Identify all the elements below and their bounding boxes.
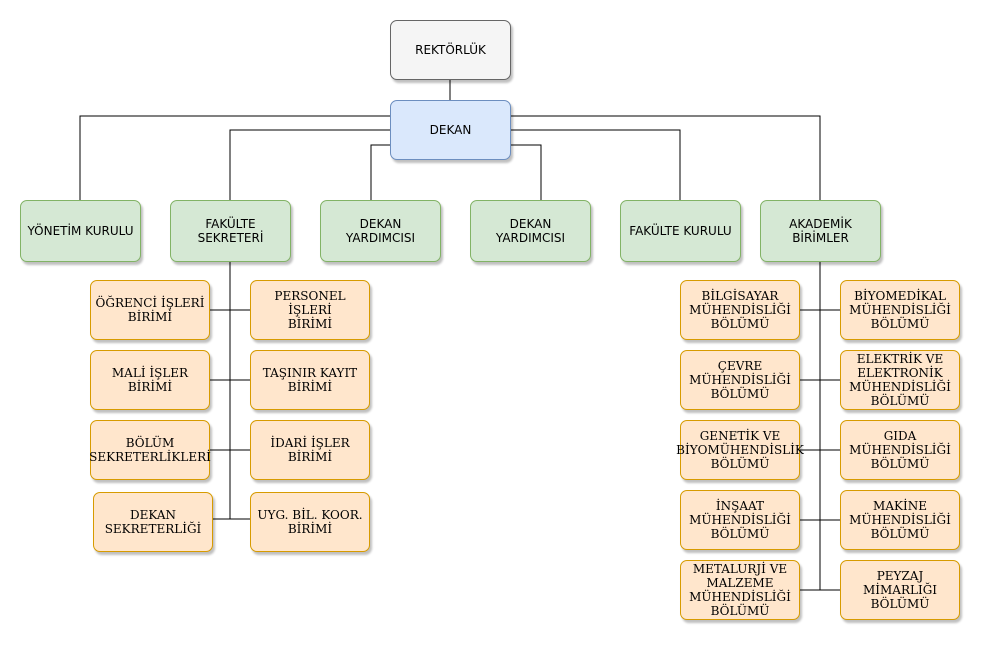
- node-akademik-birimler: AKADEMİK BİRİMLER: [760, 200, 881, 262]
- node-yonetim-kurulu: YÖNETİM KURULU: [20, 200, 141, 262]
- node-uyg-bil-koor: UYG. BİL. KOOR. BİRİMİ: [250, 492, 370, 552]
- node-peyzaj: PEYZAJ MİMARLIĞI BÖLÜMÜ: [840, 560, 960, 620]
- node-dekan: DEKAN: [390, 100, 511, 160]
- node-ogrenci-isleri: ÖĞRENCİ İŞLERİ BİRİMİ: [90, 280, 210, 340]
- node-tasinir-kayit: TAŞINIR KAYIT BİRİMİ: [250, 350, 370, 410]
- connector-dekan-sekreter: [229, 129, 390, 200]
- node-elektrik: ELEKTRİK VE ELEKTRONİK MÜHENDİSLİĞİ BÖLÜ…: [840, 350, 960, 410]
- node-cevre: ÇEVRE MÜHENDİSLİĞİ BÖLÜMÜ: [680, 350, 800, 410]
- node-fakulte-sekreteri: FAKÜLTE SEKRETERİ: [170, 200, 291, 262]
- connector-dekan-yardimci-1: [370, 144, 390, 200]
- node-metalurji: METALURJİ VE MALZEME MÜHENDİSLİĞİ BÖLÜMÜ: [680, 560, 800, 620]
- node-dekan-sekreterligi: DEKAN SEKRETERLİĞİ: [93, 492, 213, 552]
- node-bolum-sekreterlikleri: BÖLÜM SEKRETERLİKLERİ: [89, 420, 211, 480]
- node-biyomedikal: BİYOMEDİKAL MÜHENDİSLİĞİ BÖLÜMÜ: [840, 280, 960, 340]
- node-idari-isler: İDARİ İŞLER BİRİMİ: [250, 420, 370, 480]
- connector-dekan-yonetim: [79, 115, 390, 200]
- node-genetik: GENETİK VE BİYOMÜHENDİSLİK BÖLÜMÜ: [676, 420, 804, 480]
- connector-dekan-kurul: [511, 129, 681, 200]
- node-mali-isler: MALİ İŞLER BİRİMİ: [90, 350, 210, 410]
- connector-dekan-akademik: [511, 115, 821, 200]
- connector-dekan-yardimci-2: [511, 144, 542, 200]
- node-dekan-yardimcisi-2: DEKAN YARDIMCISI: [470, 200, 591, 262]
- node-gida: GIDA MÜHENDİSLİĞİ BÖLÜMÜ: [840, 420, 960, 480]
- node-bilgisayar: BİLGİSAYAR MÜHENDİSLİĞİ BÖLÜMÜ: [680, 280, 800, 340]
- node-personel-isleri: PERSONEL İŞLERİ BİRİMİ: [250, 280, 370, 340]
- node-makine: MAKİNE MÜHENDİSLİĞİ BÖLÜMÜ: [840, 490, 960, 550]
- node-rektorluk: REKTÖRLÜK: [390, 20, 511, 80]
- node-fakulte-kurulu: FAKÜLTE KURULU: [620, 200, 741, 262]
- node-insaat: İNŞAAT MÜHENDİSLİĞİ BÖLÜMÜ: [680, 490, 800, 550]
- node-dekan-yardimcisi-1: DEKAN YARDIMCISI: [320, 200, 441, 262]
